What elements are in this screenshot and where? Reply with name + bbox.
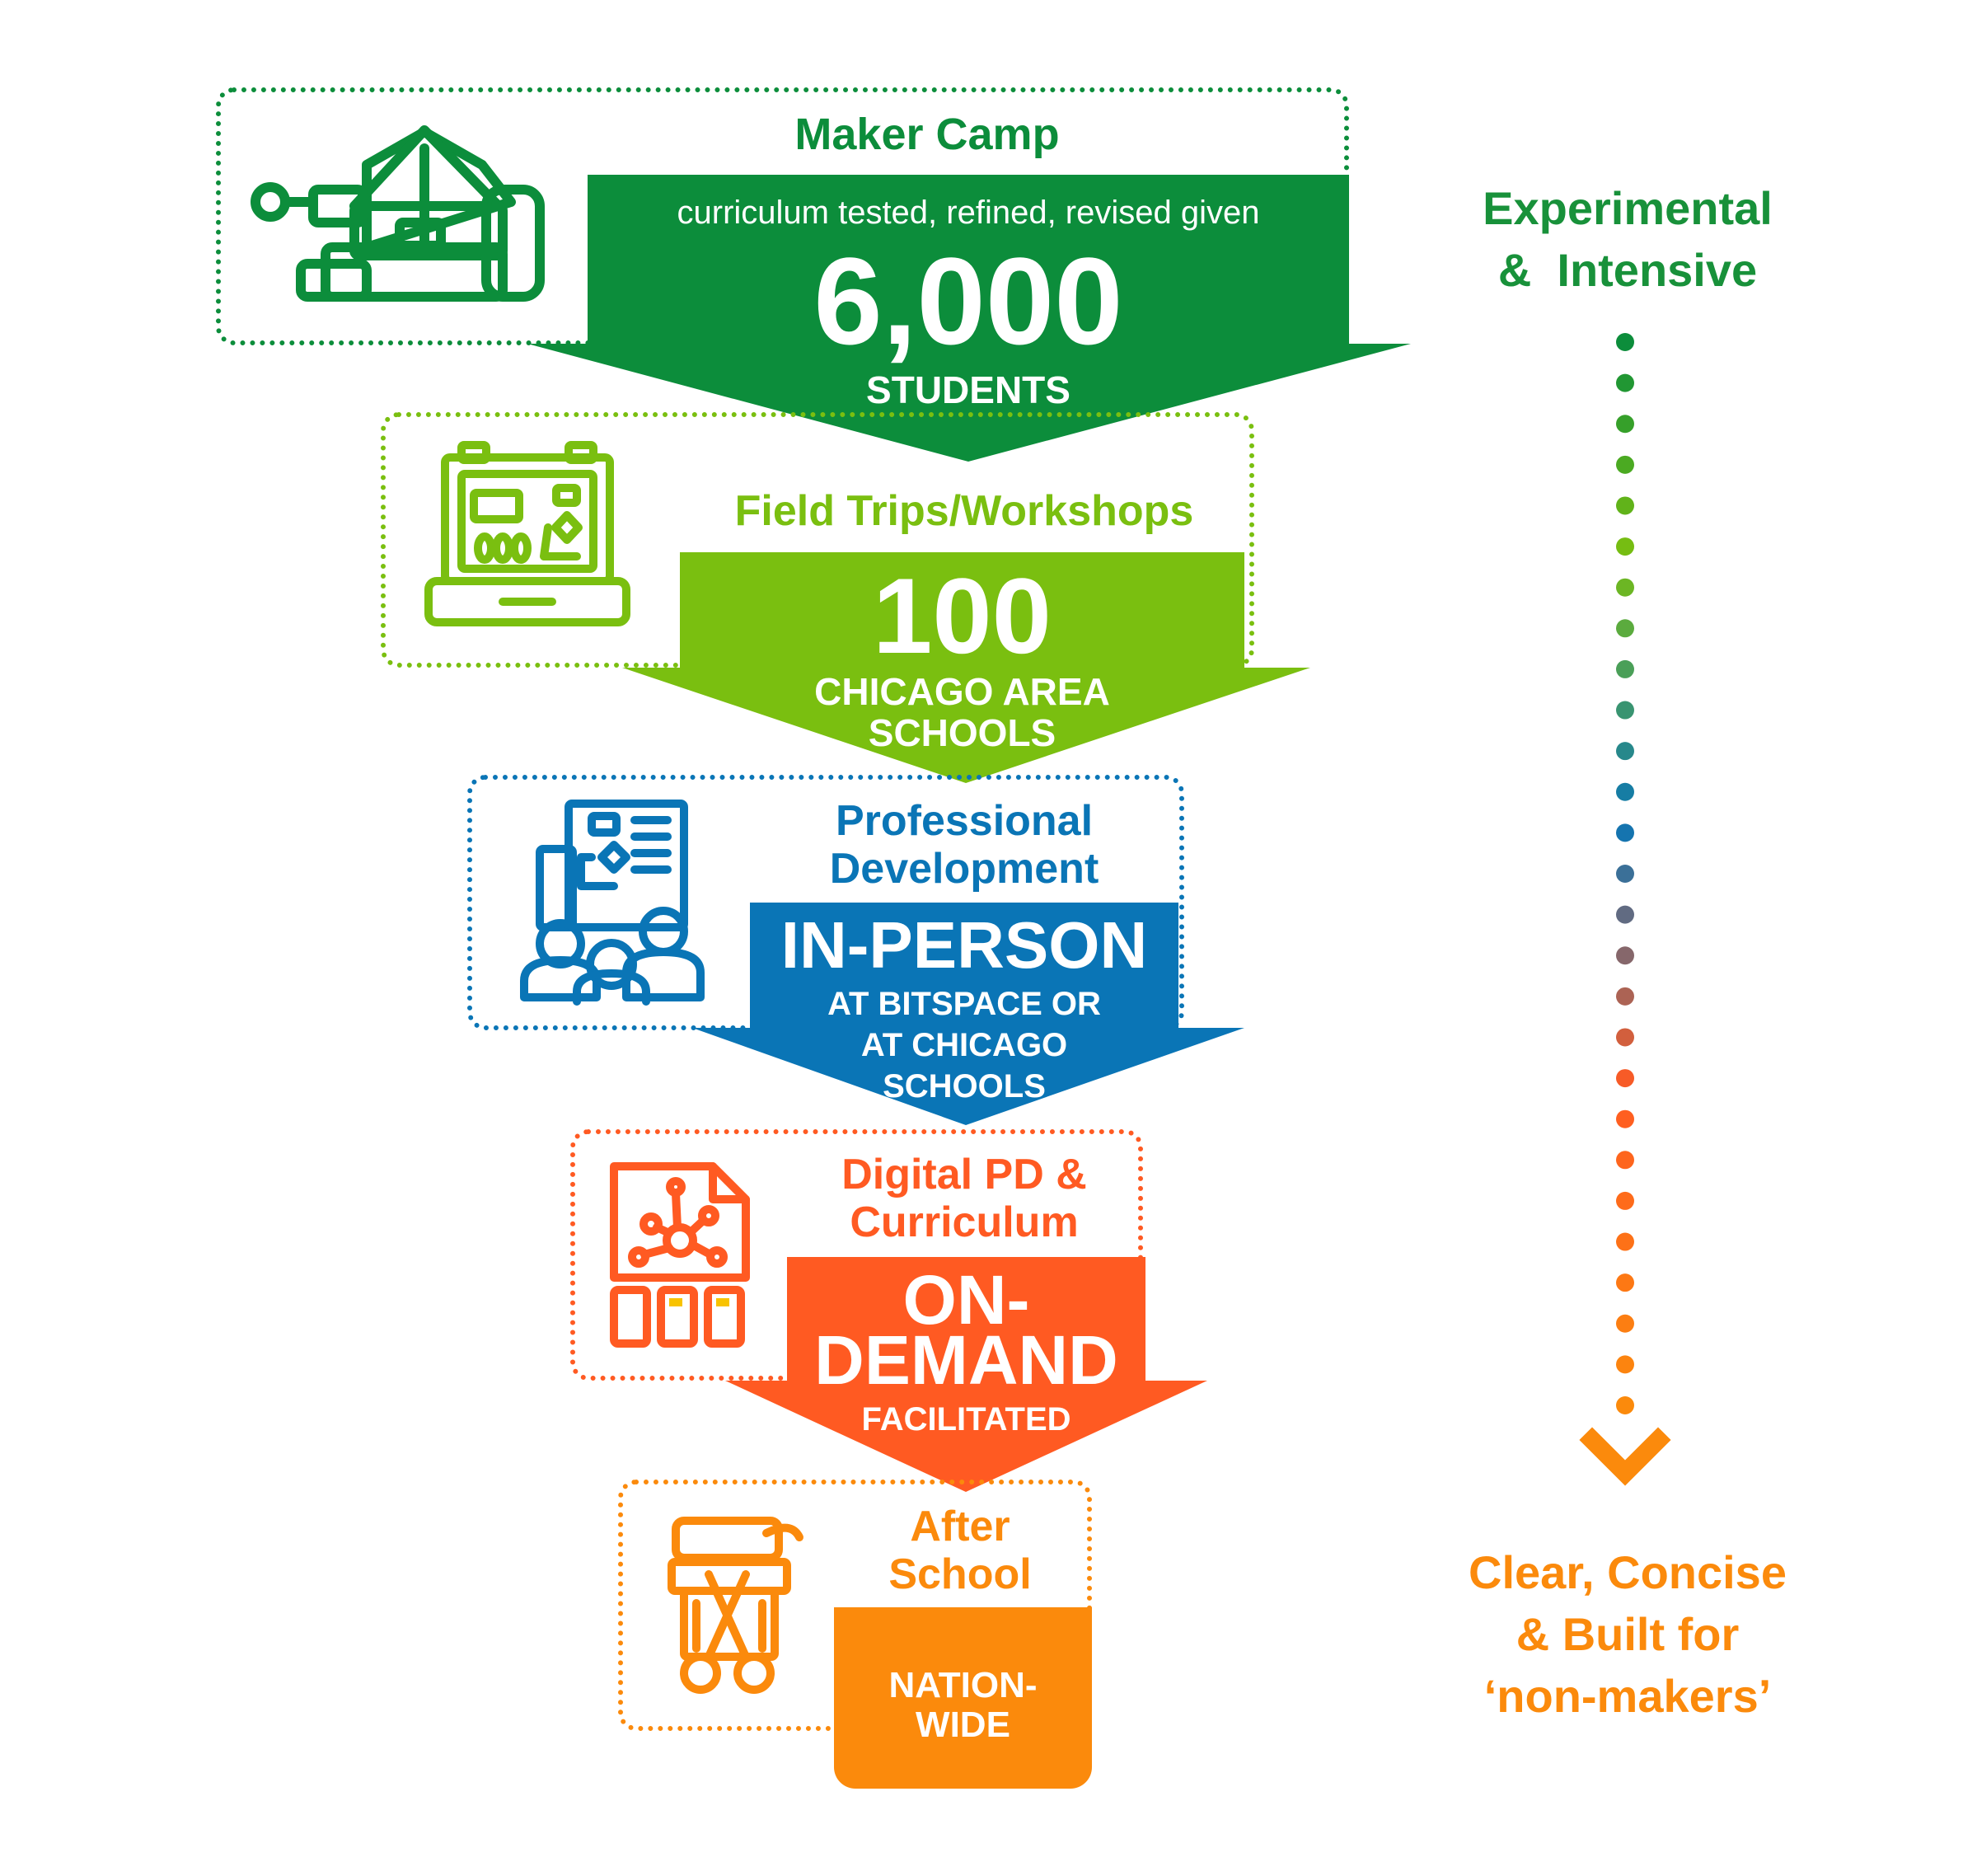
professional-development-caption-line2: AT CHICAGO bbox=[860, 1027, 1068, 1063]
scale-dot bbox=[1616, 619, 1634, 638]
after-school-box bbox=[834, 1607, 1092, 1789]
scale-dot bbox=[1616, 905, 1634, 924]
scale-dot bbox=[1616, 701, 1634, 720]
professional-development-caption-line3: SCHOOLS bbox=[883, 1068, 1046, 1104]
scale-dot bbox=[1616, 333, 1634, 351]
scale-bottom-line1: Clear, Concise bbox=[1469, 1546, 1787, 1598]
scale-dot bbox=[1616, 496, 1634, 515]
scale-dot bbox=[1616, 1191, 1634, 1210]
professional-development-caption-line1: AT BITSPACE OR bbox=[827, 986, 1101, 1022]
scale-dot bbox=[1616, 1151, 1634, 1170]
maker-camp-number: 6,000 bbox=[813, 232, 1123, 370]
digital-pd-title-line2: Curriculum bbox=[850, 1198, 1079, 1246]
scale-dot bbox=[1616, 987, 1634, 1006]
after-school-title-line1: After bbox=[910, 1503, 1010, 1550]
maker-camp-title: Maker Camp bbox=[794, 110, 1060, 159]
scale-bottom-line2: & Built for bbox=[1516, 1608, 1740, 1660]
scale-dot bbox=[1616, 1273, 1634, 1292]
after-school-caption-line2: WIDE bbox=[916, 1705, 1010, 1745]
scale-dot bbox=[1616, 782, 1634, 801]
scale-dot bbox=[1616, 1396, 1634, 1414]
digital-pd-title-line1: Digital PD & bbox=[841, 1151, 1087, 1198]
digital-pd-mode-line1: ON- bbox=[902, 1261, 1030, 1339]
field-trips-caption-line2: SCHOOLS bbox=[868, 711, 1056, 754]
scale-dot bbox=[1616, 659, 1634, 678]
scale-dot bbox=[1616, 1314, 1634, 1333]
scale-dot bbox=[1616, 742, 1634, 761]
after-school-caption-line1: NATION- bbox=[888, 1665, 1038, 1705]
digital-pd-caption: FACILITATED bbox=[861, 1401, 1071, 1437]
scale-dot bbox=[1616, 578, 1634, 597]
digital-pd-mode-line2: DEMAND bbox=[814, 1321, 1118, 1399]
scale-dot bbox=[1616, 1355, 1634, 1374]
professional-development-title-line1: Professional bbox=[835, 797, 1094, 845]
scale-dot bbox=[1616, 373, 1634, 392]
scale-dot bbox=[1616, 1109, 1634, 1128]
chevron-down-icon bbox=[1579, 1427, 1671, 1486]
scale-dot bbox=[1616, 415, 1634, 434]
field-trips-number: 100 bbox=[873, 556, 1052, 676]
scale-dot bbox=[1616, 537, 1634, 556]
maker-camp-subtitle: curriculum tested, refined, revised give… bbox=[677, 195, 1260, 231]
after-school-title-line2: School bbox=[888, 1550, 1032, 1598]
scale-dot bbox=[1616, 865, 1634, 883]
field-trips-caption-line1: CHICAGO AREA bbox=[814, 670, 1110, 713]
scale-dot bbox=[1616, 1069, 1634, 1088]
scale-dot bbox=[1616, 823, 1634, 842]
maker-camp-caption: STUDENTS bbox=[866, 368, 1070, 411]
scale-top-line1: Experimental bbox=[1483, 182, 1773, 234]
scale-dot bbox=[1616, 1232, 1634, 1251]
scale-dot bbox=[1616, 1028, 1634, 1047]
scale-top-line2: & Intensive bbox=[1497, 244, 1758, 296]
scale-dot bbox=[1616, 946, 1634, 965]
scale-bottom-line3: ‘non-makers’ bbox=[1483, 1670, 1772, 1722]
professional-development-title-line2: Development bbox=[829, 845, 1099, 893]
professional-development-mode: IN-PERSON bbox=[780, 908, 1148, 982]
field-trips-title: Field Trips/Workshops bbox=[734, 487, 1194, 535]
scale-dot bbox=[1616, 455, 1634, 474]
